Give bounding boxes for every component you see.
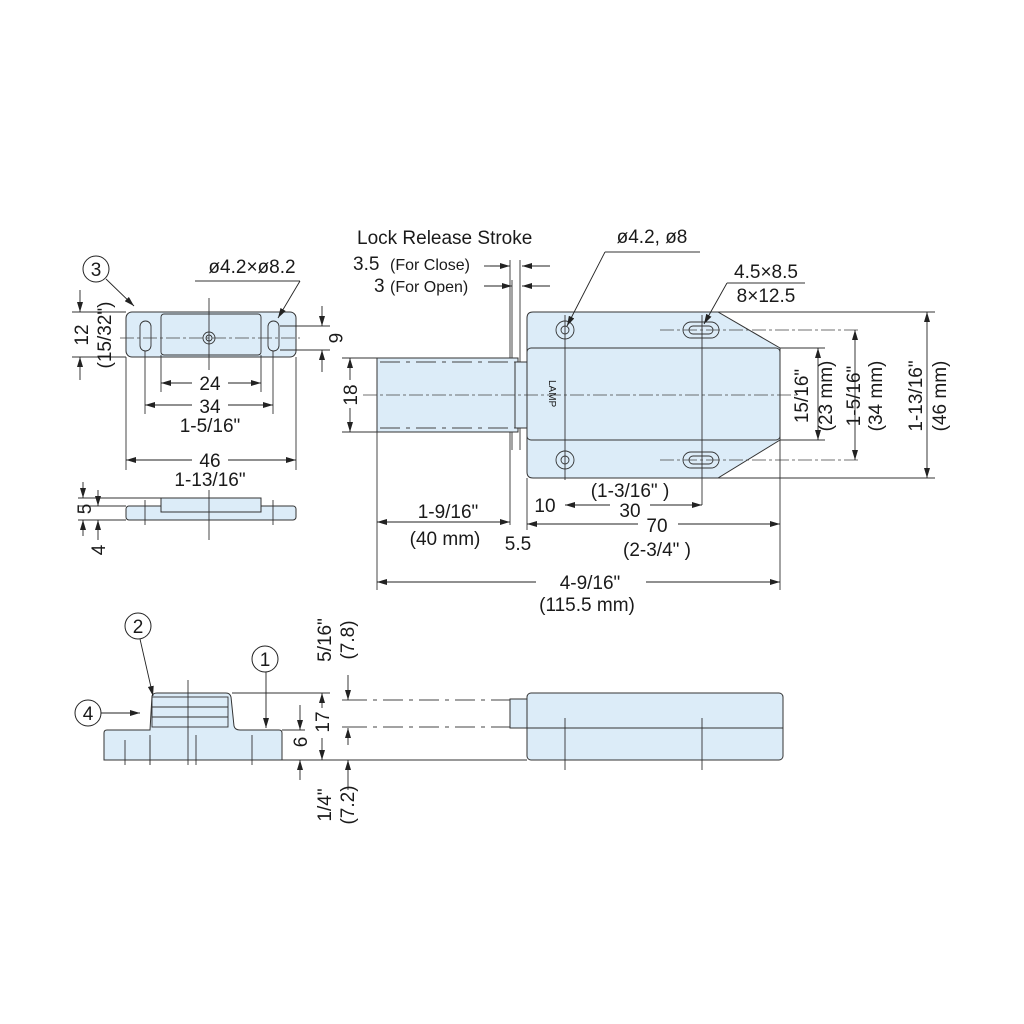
slot-pitch: 34: [199, 397, 221, 418]
top-gap-mm: (7.8): [338, 620, 359, 659]
strike-height: 12: [72, 324, 93, 345]
hole-spacing-in: 1-5/16": [844, 366, 865, 427]
total-length-in: 4-9/16": [560, 573, 621, 594]
body-length-in: (2-3/4" ): [623, 540, 691, 561]
slot-label-1: 4.5×8.5: [734, 262, 798, 283]
open-value: 3: [374, 276, 385, 297]
close-label: (For Close): [390, 257, 470, 274]
bottom-gap-mm: (7.2): [338, 785, 359, 824]
body-height-mm: (23 mm): [816, 361, 837, 432]
callout-1: 1: [260, 650, 271, 671]
slot-left: [139, 320, 152, 352]
plunger-length-in: 1-9/16": [418, 502, 479, 523]
open-label: (For Open): [390, 279, 468, 296]
slot-label-2: 8×12.5: [737, 286, 796, 307]
strike-plate-top-view: 3 ø4.2×ø8.2 12 (15/32") 6 24 34 1-5/16": [72, 255, 345, 491]
total-length-mm: (115.5 mm): [539, 595, 635, 616]
body-height-in: 15/16": [792, 369, 813, 423]
strike-height-in: (15/32"): [95, 302, 116, 369]
flange-height-in: 1-13/16": [906, 360, 927, 431]
inner-width: 24: [199, 374, 221, 395]
hole-pitch-in: (1-3/16" ): [591, 481, 670, 502]
callout-3: 3: [91, 260, 102, 281]
slot-right: [267, 320, 280, 352]
top-gap-in: 5/16": [315, 618, 336, 662]
plunger-length-mm: (40 mm): [410, 529, 481, 550]
hole-spacing-mm: (34 mm): [866, 361, 887, 432]
gap-dim: 5.5: [505, 534, 531, 555]
magnet: [151, 696, 229, 728]
close-value: 3.5: [353, 254, 379, 275]
callout-2: 2: [133, 617, 144, 638]
side-height-5: 5: [75, 504, 96, 515]
callout-4: 4: [83, 704, 94, 725]
flange-height-mm: (46 mm): [930, 361, 951, 432]
strike-width-in: 1-13/16": [174, 470, 245, 491]
strike-plate-side-view: 5 4: [75, 482, 297, 555]
slot-pitch-in: 1-5/16": [180, 416, 241, 437]
total-height: 17: [313, 711, 334, 732]
catch-top-view: Lock Release Stroke 3.5 (For Close) 3 (F…: [338, 227, 951, 616]
base-height: 6: [291, 737, 312, 748]
brand-label: LAMP: [546, 380, 557, 408]
bottom-gap-in: 1/4": [315, 788, 336, 821]
body-length: 70: [646, 516, 667, 537]
side-height-4: 4: [89, 544, 110, 555]
slot-height: 6: [324, 333, 345, 344]
assembly-side-view: 2 4 1 6 17 5/16" (7.8) 1/4" (7.2): [74, 612, 784, 825]
strike-width: 46: [199, 451, 220, 472]
strike-hole-label: ø4.2×ø8.2: [208, 257, 295, 278]
hole-offset: 10: [534, 496, 555, 517]
stroke-title: Lock Release Stroke: [357, 228, 532, 249]
hole-pitch: 30: [619, 501, 640, 522]
plunger-diameter: 18: [341, 384, 362, 405]
hole-label: ø4.2, ø8: [617, 227, 688, 248]
